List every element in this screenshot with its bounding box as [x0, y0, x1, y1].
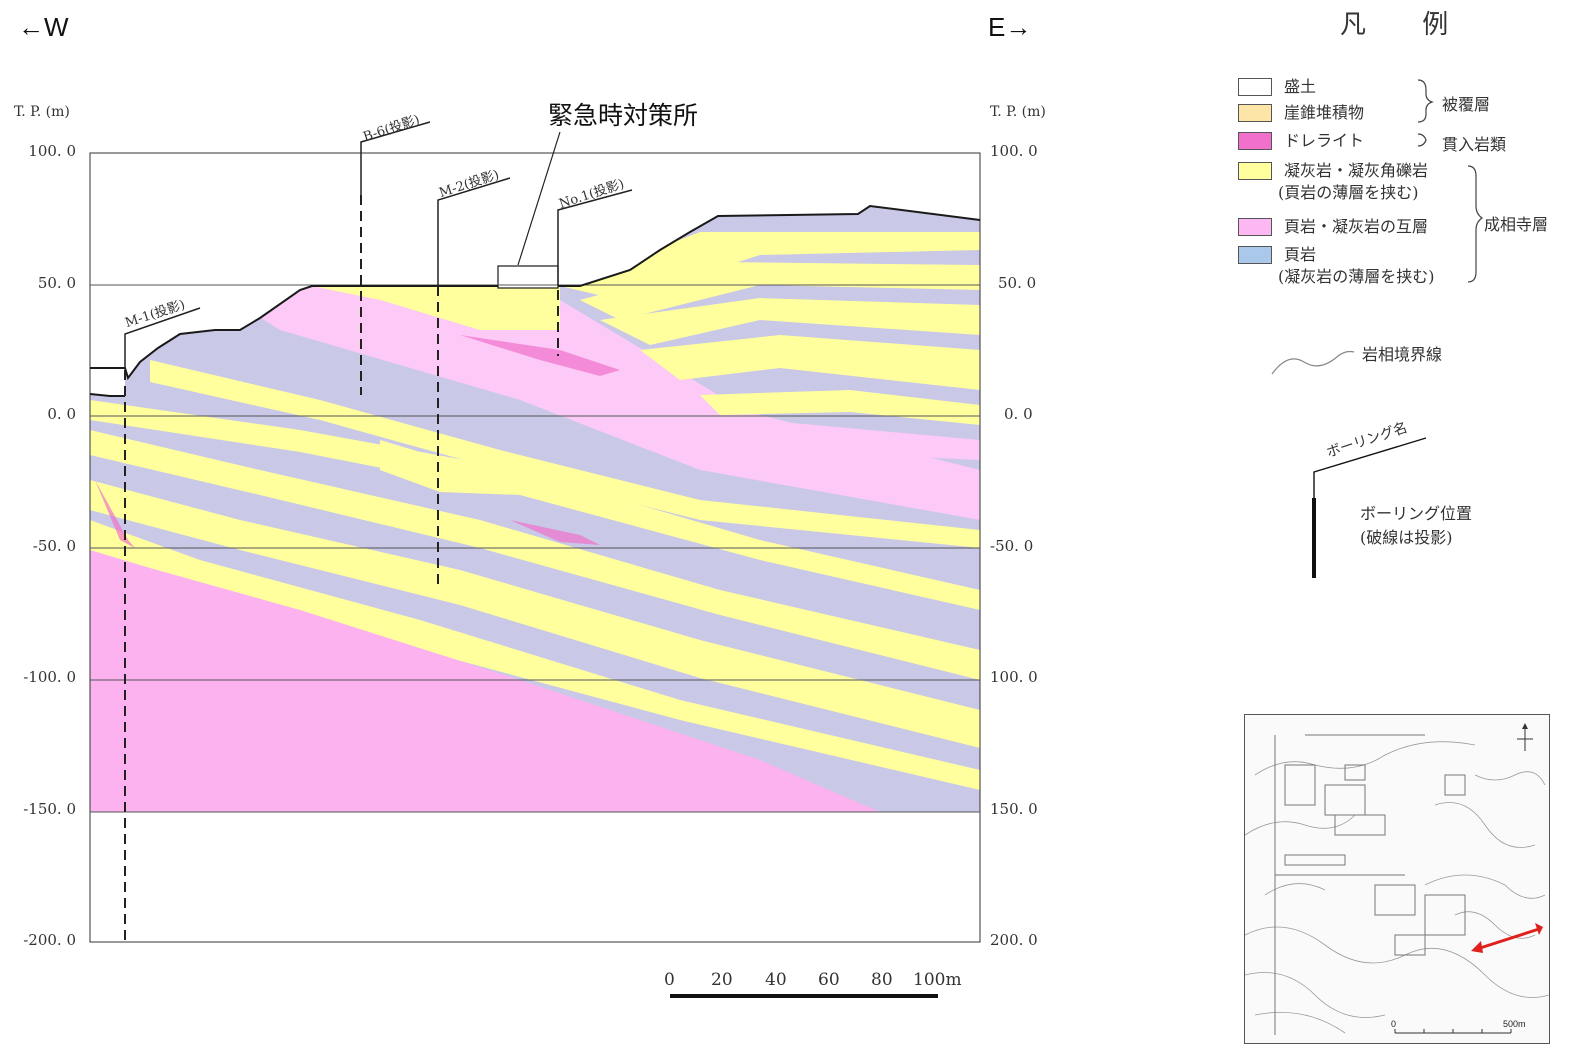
right-tick-label: 200. 0: [990, 931, 1038, 949]
tuff-band: [90, 520, 980, 790]
tuff-band: [640, 335, 980, 390]
legend-group-cover: 被覆層: [1442, 95, 1491, 114]
scale-tick-label: 0: [664, 970, 675, 990]
legend-label: 盛土: [1284, 77, 1317, 96]
tuff-band: [90, 400, 980, 610]
scale-tick-label: 20: [711, 970, 733, 990]
boring-position-label: ボーリング位置: [1360, 504, 1473, 523]
tuff-band: [90, 480, 980, 748]
west-direction-label: ←W: [18, 12, 69, 42]
boundary-line-sample: [1271, 350, 1355, 375]
inset-location-map: 0 500m: [1244, 714, 1550, 1044]
dolerite-lens: [510, 520, 600, 545]
borehole-m1: [124, 307, 201, 942]
legend-label: 崖錐堆積物: [1284, 103, 1365, 122]
tuff-lens: [380, 440, 520, 495]
scale-tick-label: 80: [871, 970, 893, 990]
left-tick-label: -150. 0: [23, 800, 76, 818]
fill-soil: [90, 368, 125, 395]
legend-swatch-shale-tuff: [1238, 218, 1272, 236]
legend-sublabel: (凝灰岩の薄層を挟む): [1278, 267, 1435, 286]
strata-group: [90, 206, 980, 812]
inset-scale-end: 500m: [1503, 1019, 1526, 1029]
left-tick-label: 0. 0: [47, 405, 76, 423]
inset-scale-start: 0: [1391, 1019, 1397, 1029]
shale-tuff-alternation-upper-2: [260, 300, 980, 460]
boundary-line-label: 岩相境界線: [1362, 345, 1443, 364]
legend-swatch-fill: [1238, 78, 1272, 96]
inset-map-drawing: [1245, 723, 1549, 1035]
legend-sublabel: (頁岩の薄層を挟む): [1278, 183, 1419, 202]
tuff-band: [150, 360, 980, 548]
legend-group-formation: 成相寺層: [1484, 215, 1549, 234]
shale-tuff-alternation-upper: [200, 280, 980, 520]
scale-tick-label: 100m: [913, 970, 962, 990]
legend-label: 頁岩: [1284, 245, 1317, 264]
section-location-arrow: [1476, 927, 1540, 951]
tuff-band: [90, 430, 980, 680]
legend-swatch-tuff: [1238, 162, 1272, 180]
tuff-band: [312, 286, 560, 330]
right-tick-label: 150. 0: [990, 800, 1038, 818]
legend-title: 凡 例: [1340, 10, 1473, 40]
borehole-b6: [360, 121, 431, 395]
legend-swatch-talus: [1238, 104, 1272, 122]
left-tick-label: 100. 0: [28, 142, 76, 160]
ground-surface-line: [89, 393, 125, 397]
boring-position-note: (破線は投影): [1360, 528, 1453, 547]
right-tick-label: 100. 0: [990, 142, 1038, 160]
title-leader-line: [517, 131, 561, 266]
left-tick-label: -200. 0: [23, 931, 76, 949]
right-tick-label: -50. 0: [990, 537, 1034, 555]
legend-label: 頁岩・凝灰岩の互層: [1284, 217, 1429, 236]
east-direction-label: E→: [988, 12, 1032, 42]
borehole-no1: [557, 189, 633, 356]
section-title: 緊急時対策所: [548, 101, 699, 130]
legend-label: 凝灰岩・凝灰角礫岩: [1284, 161, 1429, 180]
ground-surface-line: [90, 204, 981, 381]
scale-tick-label: 60: [818, 970, 840, 990]
scale-bar: [670, 994, 938, 998]
right-tick-label: 50. 0: [998, 274, 1037, 292]
legend-braces: [1417, 79, 1484, 283]
boring-legend-symbol: [1312, 437, 1427, 578]
right-tick-label: 100. 0: [990, 668, 1038, 686]
borehole-m2: [437, 177, 511, 585]
right-axis-title: T. P. (m): [990, 104, 1046, 120]
legend-group-intrusive: 貫入岩類: [1442, 135, 1507, 154]
left-tick-label: -100. 0: [23, 668, 76, 686]
left-tick-label: -50. 0: [32, 537, 76, 555]
legend-label: ドレライト: [1284, 131, 1365, 150]
left-tick-label: 50. 0: [37, 274, 76, 292]
tuff-band: [580, 262, 980, 320]
dolerite-lens: [460, 335, 620, 376]
left-axis-title: T. P. (m): [14, 104, 70, 120]
scale-tick-label: 40: [765, 970, 787, 990]
shale-tuff-alternation-lower: [90, 550, 880, 812]
legend-swatch-dolerite: [1238, 132, 1272, 150]
tuff-band: [600, 298, 980, 345]
right-tick-label: 0. 0: [1004, 405, 1033, 423]
legend-swatch-shale: [1238, 246, 1272, 264]
